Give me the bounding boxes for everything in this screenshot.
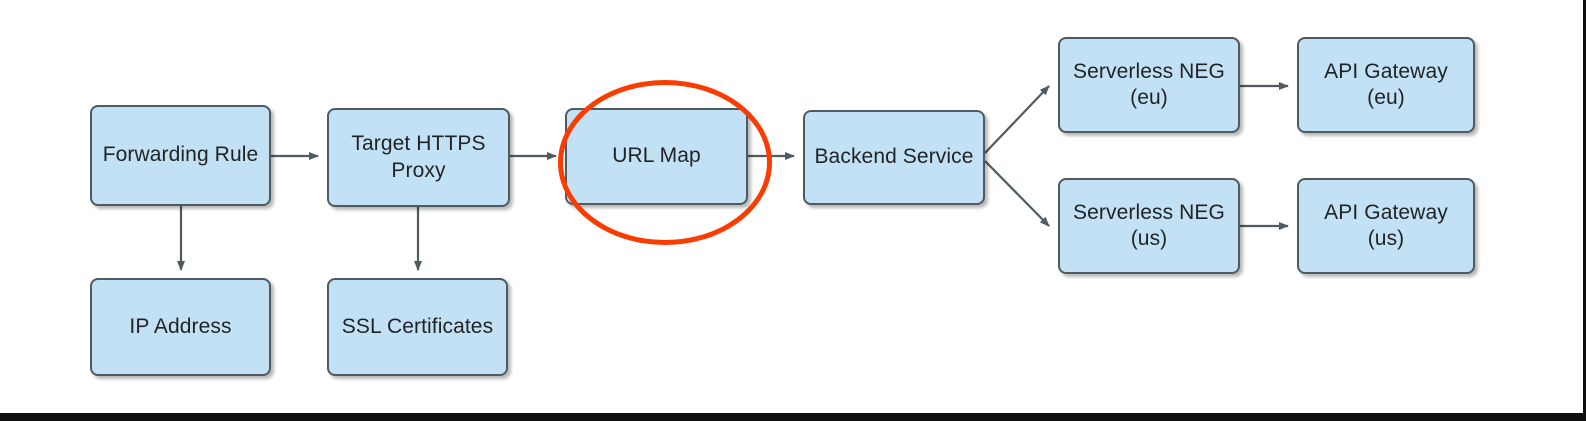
node-url-map-label: URL Map bbox=[612, 144, 701, 168]
node-ssl-certificates[interactable]: SSL Certificates bbox=[327, 278, 508, 376]
node-api-gateway-eu[interactable]: API Gateway (eu) bbox=[1297, 37, 1475, 133]
edge-backend-service-to-serverless-neg-eu bbox=[984, 85, 1050, 154]
node-api-gateway-us-label: API Gateway (us) bbox=[1324, 200, 1448, 250]
node-backend-service[interactable]: Backend Service bbox=[803, 110, 985, 205]
node-api-gateway-us[interactable]: API Gateway (us) bbox=[1297, 178, 1475, 274]
node-target-https-proxy[interactable]: Target HTTPS Proxy bbox=[327, 108, 510, 207]
node-serverless-neg-us-label: Serverless NEG (us) bbox=[1073, 200, 1225, 250]
node-forwarding-rule[interactable]: Forwarding Rule bbox=[90, 105, 271, 206]
node-target-https-proxy-label: Target HTTPS Proxy bbox=[351, 132, 486, 182]
node-serverless-neg-eu-label: Serverless NEG (eu) bbox=[1073, 59, 1225, 109]
edge-backend-service-to-serverless-neg-us bbox=[984, 160, 1050, 227]
viewport-right-border bbox=[1583, 0, 1586, 421]
node-ip-address[interactable]: IP Address bbox=[90, 278, 271, 376]
node-forwarding-rule-label: Forwarding Rule bbox=[102, 143, 259, 167]
node-backend-service-label: Backend Service bbox=[814, 145, 974, 169]
node-ip-address-label: IP Address bbox=[129, 314, 232, 338]
node-api-gateway-eu-label: API Gateway (eu) bbox=[1324, 59, 1448, 109]
node-serverless-neg-eu[interactable]: Serverless NEG (eu) bbox=[1058, 37, 1240, 133]
node-url-map[interactable]: URL Map bbox=[565, 108, 748, 205]
node-serverless-neg-us[interactable]: Serverless NEG (us) bbox=[1058, 178, 1240, 274]
node-ssl-certificates-label: SSL Certificates bbox=[341, 314, 494, 338]
viewport-bottom-bar bbox=[0, 413, 1586, 421]
